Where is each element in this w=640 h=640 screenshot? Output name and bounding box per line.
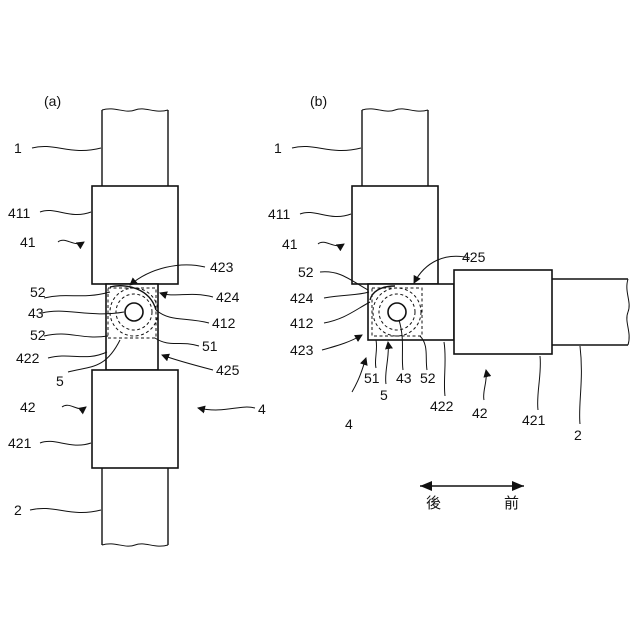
label-421-a: 421 [8,435,32,451]
label-411-b: 411 [268,206,291,222]
label-423-b: 423 [290,342,314,358]
label-4-a: 4 [258,401,266,417]
label-412-a: 412 [212,315,236,331]
hinge-b [368,284,454,340]
label-42-a: 42 [20,399,36,415]
label-2-a: 2 [14,502,22,518]
lower-block-421-a [92,370,178,468]
label-52-a-bottom: 52 [30,327,46,343]
caption-b: (b) [310,93,327,109]
label-front: 前 [504,495,519,512]
label-51-b: 51 [364,370,380,386]
upper-block-411-a [92,186,178,284]
label-1-a: 1 [14,140,22,156]
label-52-b-top: 52 [298,264,314,280]
label-412-b: 412 [290,315,314,331]
label-43-b: 43 [396,370,412,386]
pipe-1-a [102,109,168,186]
label-422-b: 422 [430,398,454,414]
arrow-left-icon [420,481,432,491]
pipe-2-a [102,468,168,546]
pipe-2-b [552,279,629,345]
side-block-421-b [454,270,552,354]
label-424-a: 424 [216,289,240,305]
label-42-b: 42 [472,405,488,421]
label-52-a-top: 52 [30,284,46,300]
label-422-a: 422 [16,350,40,366]
caption-a: (a) [44,93,61,109]
label-back: 後 [426,495,441,512]
label-1-b: 1 [274,140,282,156]
arrow-right-icon [512,481,524,491]
upper-block-411-b [352,186,438,284]
pipe-1-b [362,109,428,186]
direction-indicator: 後 前 [420,481,524,512]
label-424-b: 424 [290,290,314,306]
label-2-b: 2 [574,427,582,443]
panel-b: (b) 1 411 41 52 424 412 423 4 51 5 43 52… [268,93,629,443]
label-411-a: 411 [8,205,31,221]
label-423-a: 423 [210,259,234,275]
label-41-b: 41 [282,236,298,252]
label-421-b: 421 [522,412,546,428]
label-4-b: 4 [345,416,353,432]
hinge-a [106,284,158,370]
panel-a: (a) 1 411 41 52 43 52 422 5 42 421 2 423… [8,93,266,546]
label-5-b: 5 [380,387,388,403]
label-5-a: 5 [56,373,64,389]
label-41-a: 41 [20,234,36,250]
label-51-a: 51 [202,338,218,354]
label-52-b-bottom: 52 [420,370,436,386]
label-425-a: 425 [216,362,240,378]
label-425-b: 425 [462,249,486,265]
label-43-a: 43 [28,305,44,321]
